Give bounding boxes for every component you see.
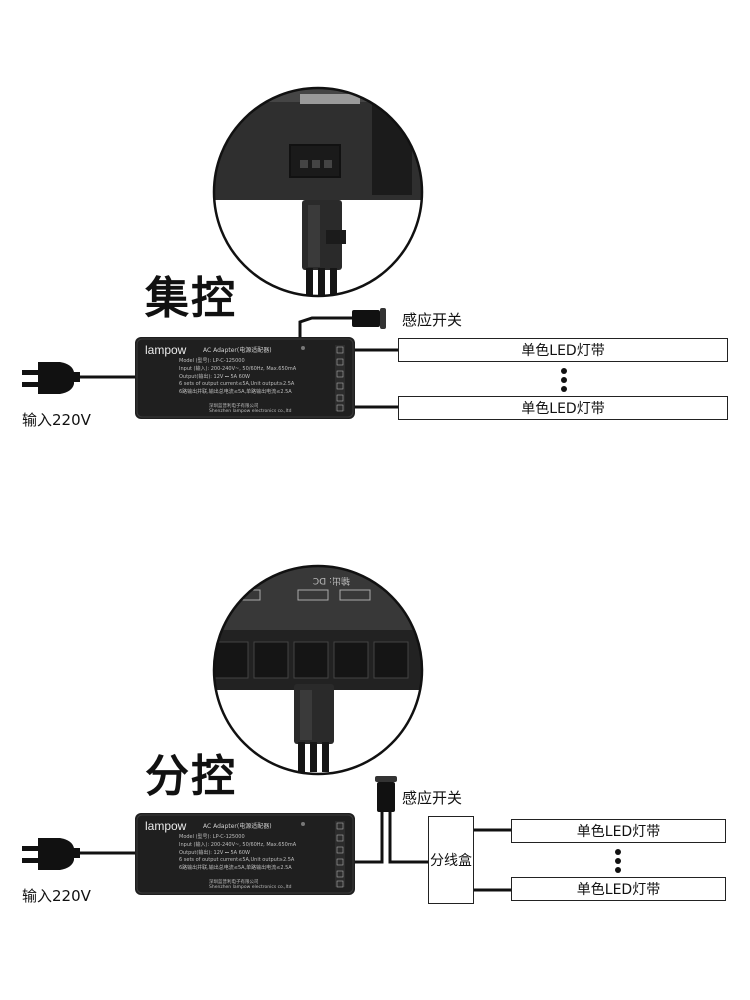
splitter-box-label: 分线盒 xyxy=(430,853,472,869)
adapter-maker-cn: 深圳蓝普利电子有限公司 xyxy=(209,880,259,885)
distributed-control-title: 分控 xyxy=(145,751,237,802)
led-strip-label: 单色LED灯带 xyxy=(576,882,661,898)
led-strip-top-1: 单色LED灯带 xyxy=(398,338,728,362)
zoom-marking-text: 输出: DC xyxy=(313,575,350,587)
adapter-output: Output(输出): 12V ⎓ 5A 60W xyxy=(179,850,250,856)
splitter-box: 分线盒 xyxy=(428,816,474,904)
adapter-sets: 6 sets of output current≤5A,Unit output≥… xyxy=(179,857,295,863)
ellipsis-dot xyxy=(615,867,621,873)
input-voltage-label: 输入220V xyxy=(22,887,91,905)
power-adapter-bottom: lampow AC Adapter(电源适配器) Model (型号): LP-… xyxy=(135,813,355,895)
ellipsis-dot xyxy=(615,858,621,864)
ellipsis-dot xyxy=(615,849,621,855)
adapter-input: Input (输入): 200-240V~, 50/60Hz, Max.650m… xyxy=(179,366,297,372)
ellipsis-dot xyxy=(561,377,567,383)
adapter-brand: lampow xyxy=(145,819,187,833)
adapter-sets-cn: 6路输出并联,输出总电流≤5A,单路输出电流≤2.5A xyxy=(179,865,292,871)
sensor-switch-icon xyxy=(352,308,386,329)
adapter-name: AC Adapter(电源适配器) xyxy=(203,347,272,354)
centralized-control-section: 集控 感应开关 输入220V 单色LED灯带 单色LED灯带 xyxy=(0,0,750,480)
led-strip-label: 单色LED灯带 xyxy=(521,401,605,417)
led-strip-bottom-2: 单色LED灯带 xyxy=(511,877,726,901)
adapter-maker-en: Shenzhen lampow electronics co.,ltd xyxy=(209,885,292,890)
adapter-output: Output(输出): 12V ⎓ 5A 60W xyxy=(179,374,250,380)
adapter-maker-en: Shenzhen lampow electronics co.,ltd xyxy=(209,409,292,414)
zoom-circle-top xyxy=(212,86,424,298)
sensor-switch-label: 感应开关 xyxy=(402,789,463,807)
adapter-sets-cn: 6路输出并联,输出总电流≤5A,单路输出电流≤2.5A xyxy=(179,389,292,395)
adapter-model: Model (型号): LP-C-125000 xyxy=(179,834,245,840)
sensor-switch-label: 感应开关 xyxy=(402,311,463,329)
wiring-top xyxy=(78,316,400,409)
led-strip-bottom-1: 单色LED灯带 xyxy=(511,819,726,843)
adapter-brand: lampow xyxy=(145,343,187,357)
adapter-input: Input (输入): 200-240V~, 50/60Hz, Max.650m… xyxy=(179,842,297,848)
adapter-sets: 6 sets of output current≤5A,Unit output≥… xyxy=(179,381,295,387)
input-voltage-label: 输入220V xyxy=(22,411,91,429)
ellipsis-dot xyxy=(561,386,567,392)
adapter-maker-cn: 深圳蓝普利电子有限公司 xyxy=(209,404,259,409)
power-plug-icon xyxy=(22,362,80,394)
led-strip-top-2: 单色LED灯带 xyxy=(398,396,728,420)
centralized-control-title: 集控 xyxy=(145,273,237,324)
adapter-model: Model (型号): LP-C-125000 xyxy=(179,358,245,364)
led-strip-label: 单色LED灯带 xyxy=(521,343,605,359)
power-adapter-top: lampow AC Adapter(电源适配器) Model (型号): LP-… xyxy=(135,337,355,419)
adapter-name: AC Adapter(电源适配器) xyxy=(203,823,272,830)
led-strip-label: 单色LED灯带 xyxy=(576,824,661,840)
ellipsis-dot xyxy=(561,368,567,374)
